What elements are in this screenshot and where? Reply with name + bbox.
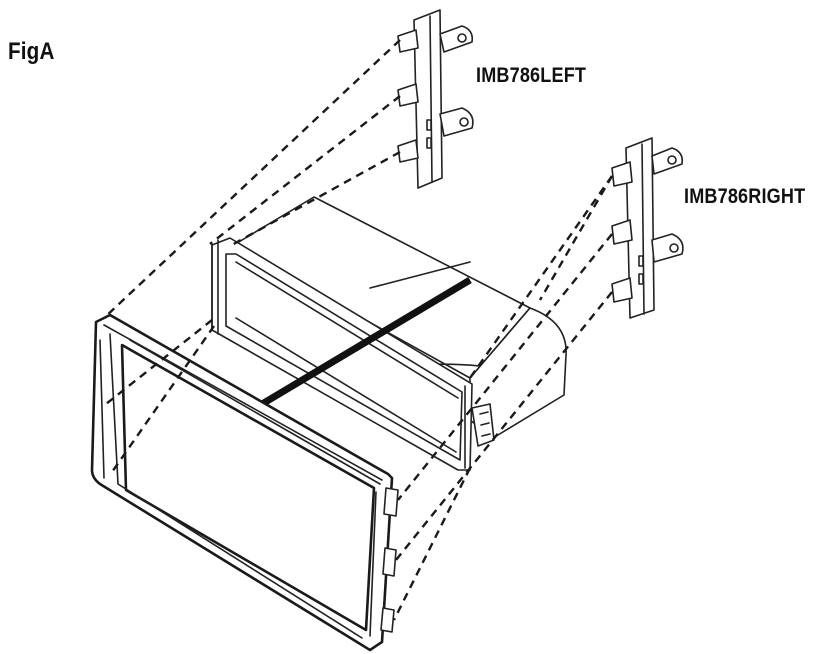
alignment-dashes [103, 39, 614, 621]
bracket-right [611, 137, 684, 319]
bracket-left [397, 9, 474, 189]
figure-title: FigA [8, 38, 55, 65]
left-bracket-label: IMB786LEFT [476, 64, 587, 87]
front-bezel [90, 313, 399, 652]
right-bracket-label: IMB786RIGHT [684, 185, 806, 208]
